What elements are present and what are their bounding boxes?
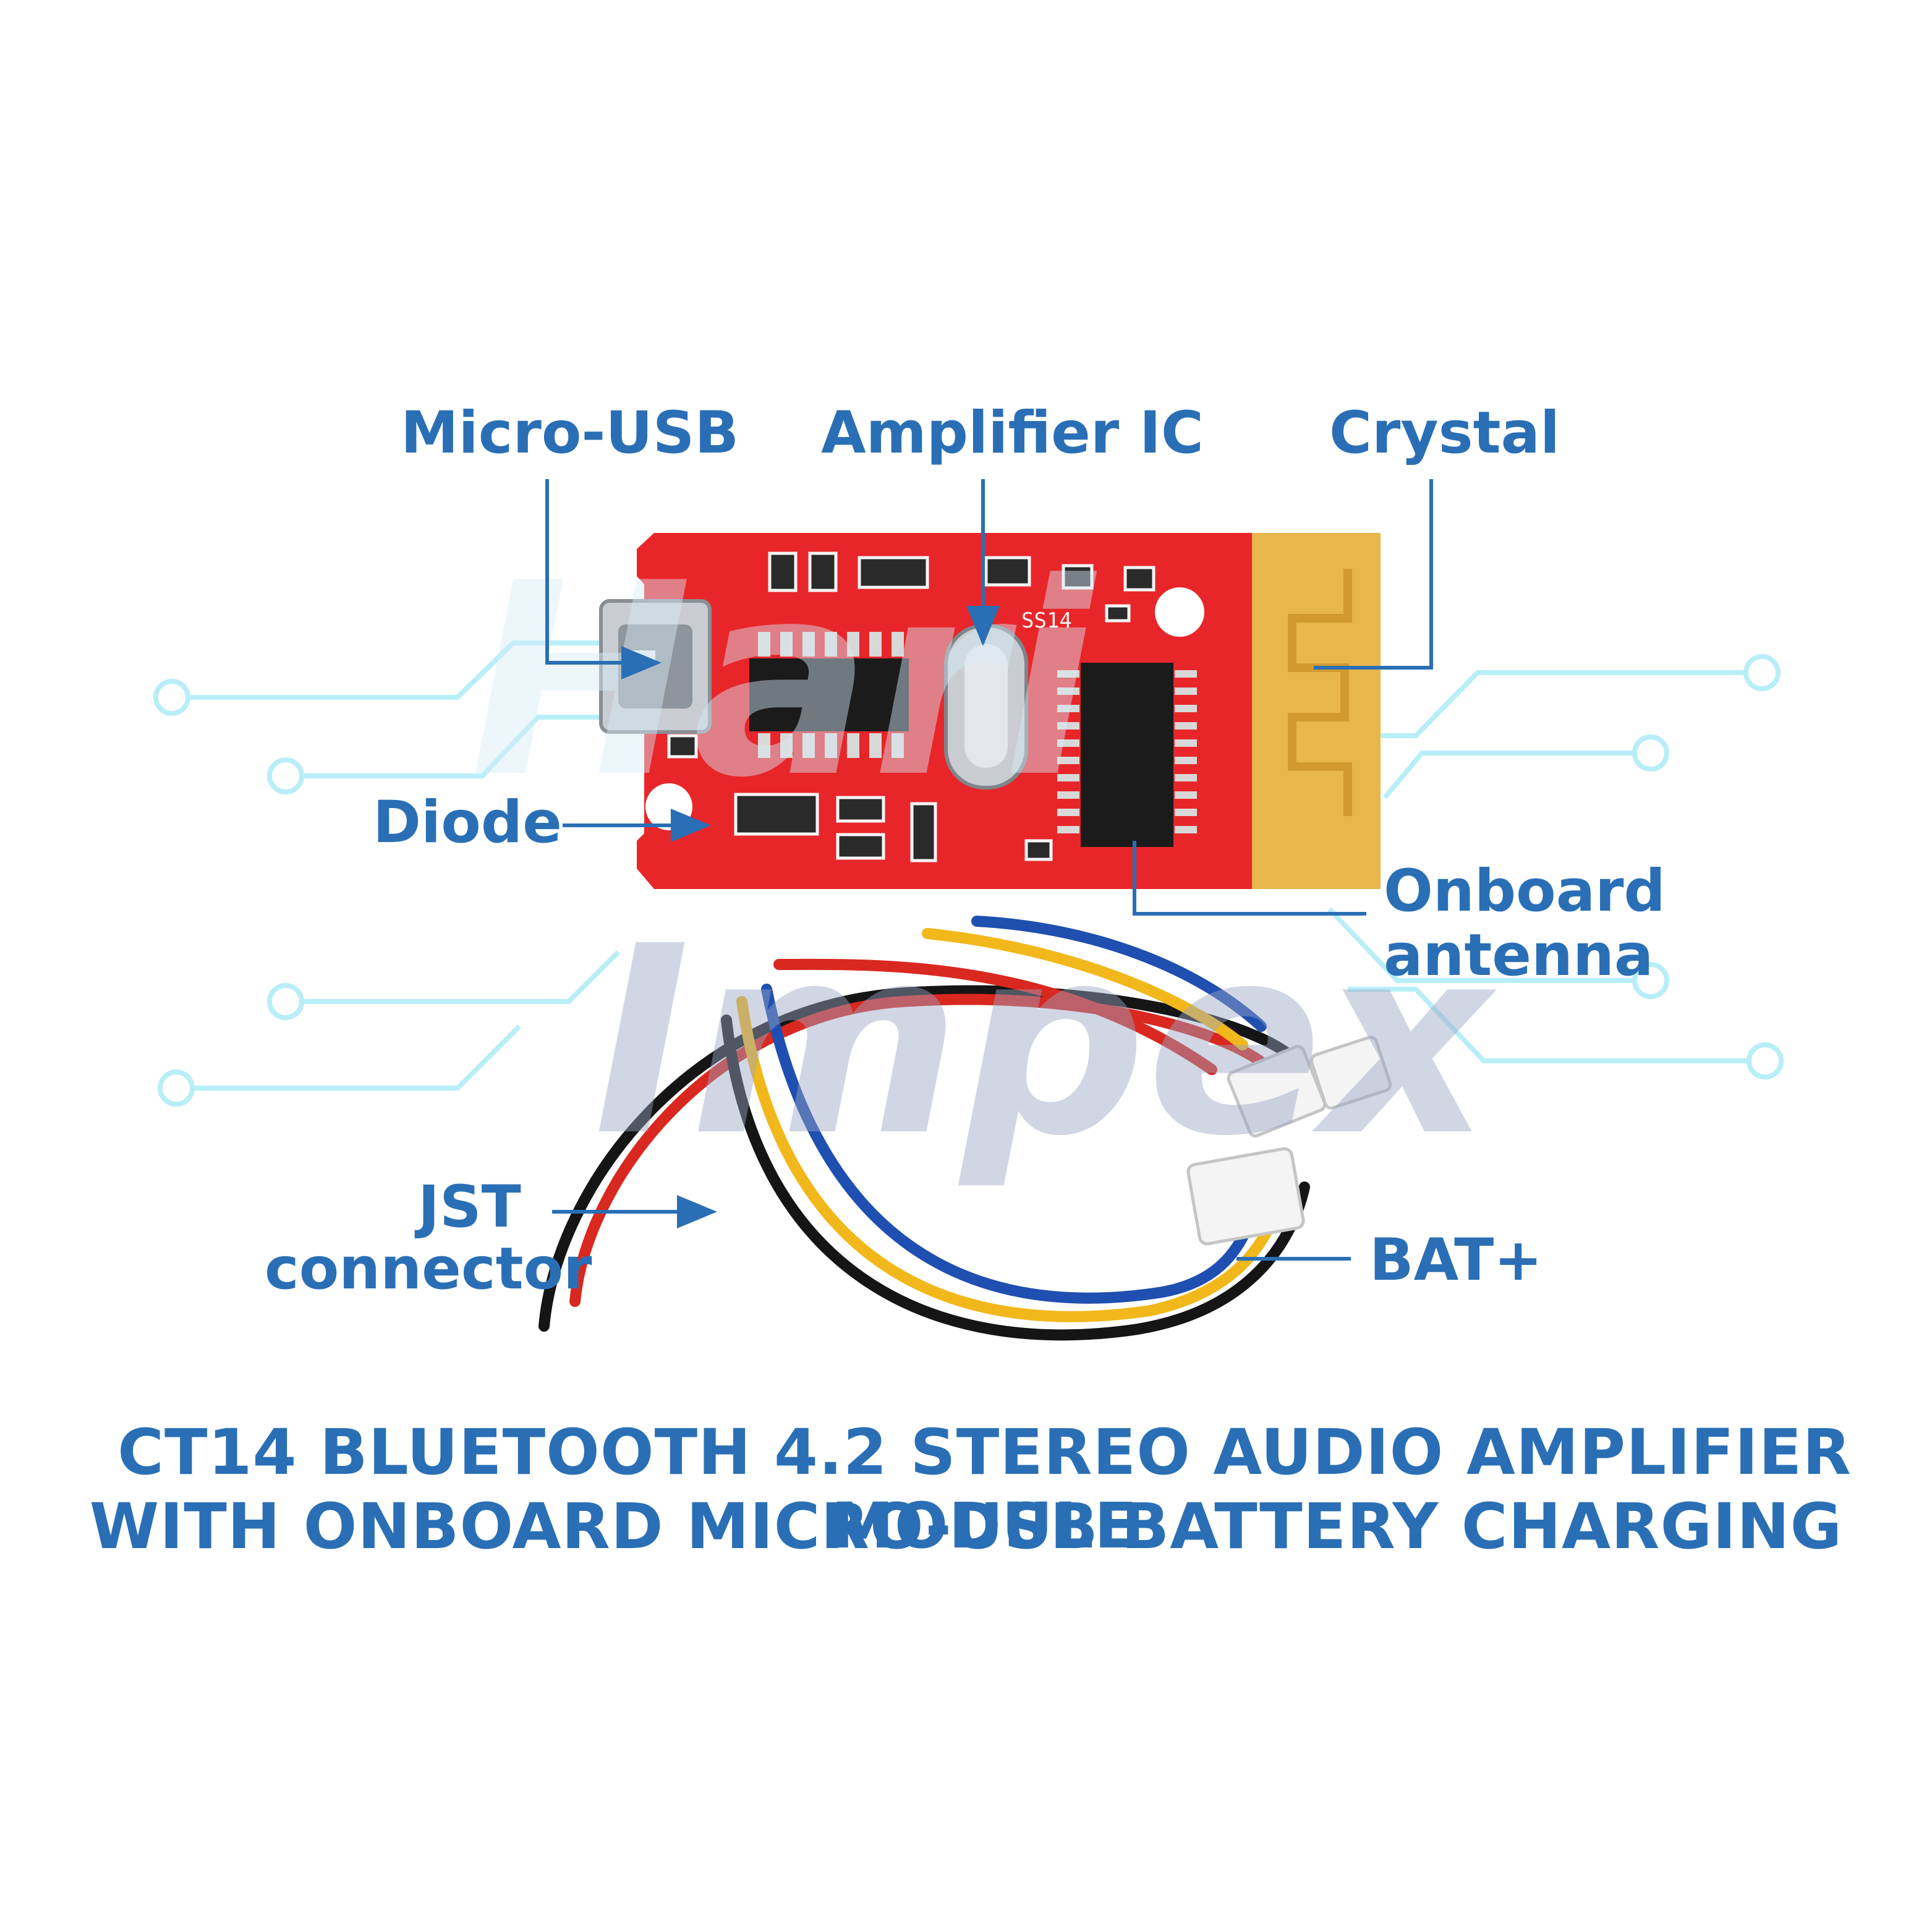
callout-arrowheads bbox=[621, 606, 1000, 1228]
jst-connector-icon bbox=[1186, 1036, 1392, 1246]
label-amplifier-ic: Amplifier IC bbox=[821, 399, 1204, 467]
product-title-line2: WITH ONBOARD MICRO-USB BATTERY CHARGING bbox=[89, 1490, 1843, 1564]
crystal-oscillator-icon bbox=[944, 624, 1028, 789]
product-title-line1: CT14 BLUETOOTH 4.2 STEREO AUDIO AMPLIFIE… bbox=[117, 1416, 1852, 1563]
watermark-line2: Impex bbox=[594, 891, 1497, 1193]
label-onboard-antenna-line1: Onboard bbox=[1384, 857, 1666, 925]
bluetooth-chip bbox=[1057, 663, 1197, 847]
micro-usb-port-icon bbox=[599, 599, 712, 734]
antenna-trace-icon bbox=[1288, 569, 1352, 816]
watermark: Hari Impex bbox=[470, 527, 1497, 1193]
label-diode: Diode bbox=[373, 789, 562, 856]
label-onboard-antenna-line2: antenna bbox=[1384, 922, 1654, 989]
label-bat-plus: BAT+ bbox=[1369, 1227, 1543, 1294]
label-crystal: Crystal bbox=[1329, 399, 1560, 467]
circuit-decoration bbox=[153, 640, 1784, 1107]
label-jst-line1: JST bbox=[418, 1173, 521, 1241]
wire-harness bbox=[538, 916, 1310, 1341]
label-micro-usb: Micro-USB bbox=[401, 399, 739, 467]
label-jst-line2: connector bbox=[265, 1235, 592, 1303]
ic-chip-icon bbox=[749, 632, 909, 758]
pcb-board: SS14 bbox=[599, 533, 1381, 889]
onboard-antenna bbox=[1252, 533, 1381, 889]
diode-silkscreen: SS14 bbox=[1021, 608, 1072, 633]
watermark-line1: Hari bbox=[470, 527, 1099, 836]
